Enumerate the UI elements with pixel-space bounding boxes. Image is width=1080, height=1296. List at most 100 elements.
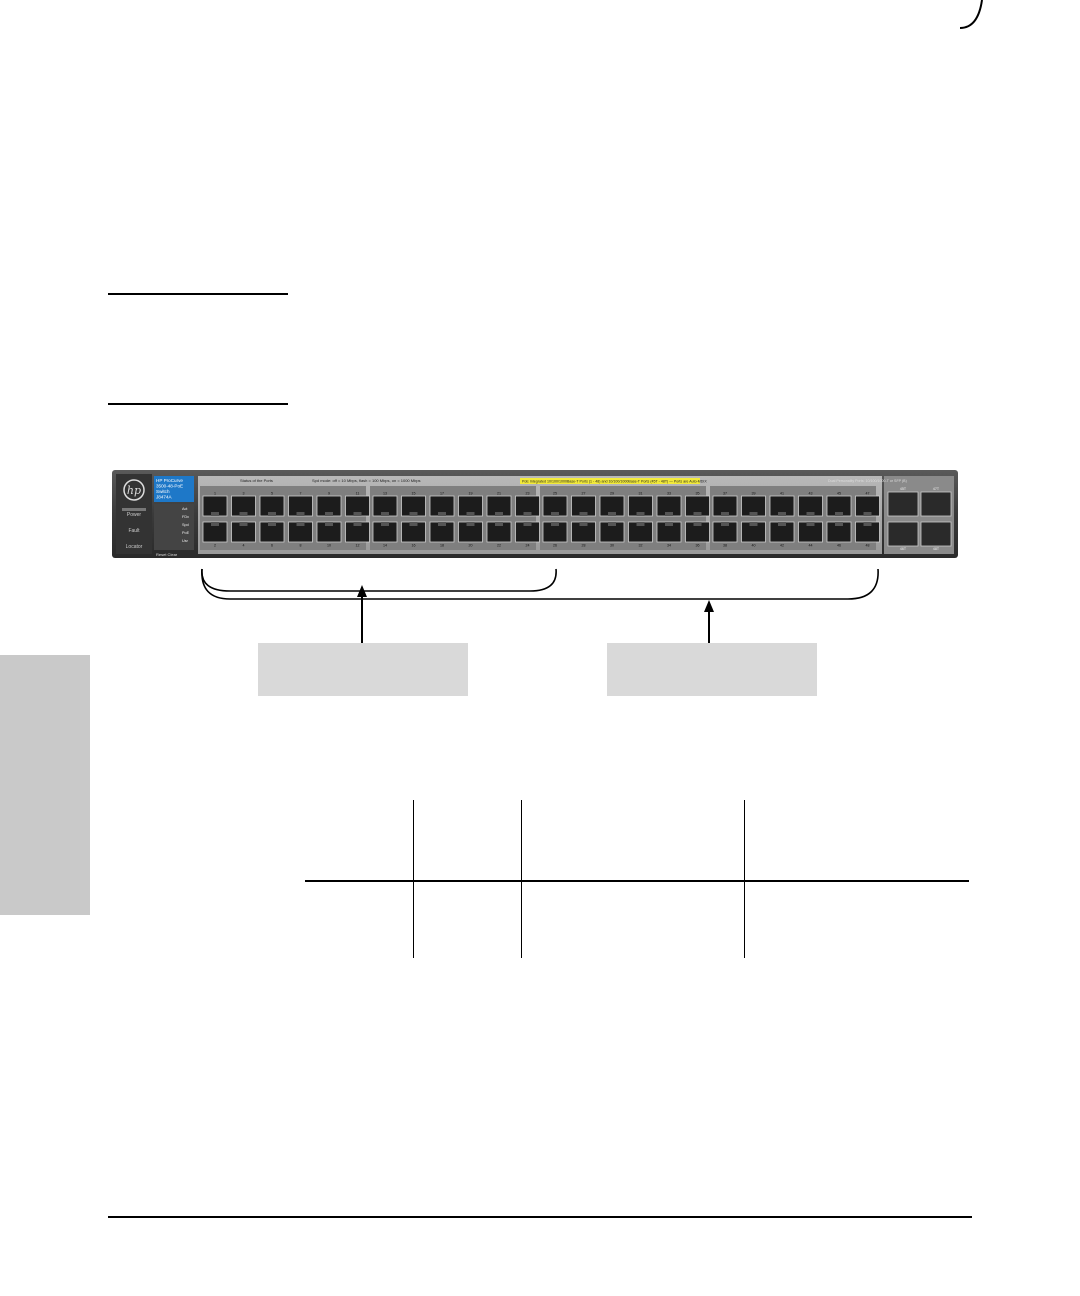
- rj45-latch: [721, 522, 729, 526]
- port-number-label: 5: [271, 492, 273, 496]
- rj45-latch: [863, 522, 872, 526]
- port-number-label: 7: [300, 492, 302, 496]
- port-number-label: 47: [866, 492, 870, 496]
- port-number-label: 31: [639, 492, 643, 496]
- port-number-label: 3: [243, 492, 245, 496]
- model-label-line: Switch: [156, 489, 170, 494]
- port-number-label: 19: [469, 492, 473, 496]
- rj45-latch: [721, 512, 729, 516]
- rj45-latch: [608, 522, 616, 526]
- port-number-label: 29: [610, 492, 614, 496]
- fault-label: Fault: [128, 528, 140, 534]
- rj45-latch: [325, 522, 333, 526]
- port-number-label: 32: [639, 544, 643, 548]
- port-number-label: 44: [809, 544, 813, 548]
- port-number-label: 46: [837, 544, 841, 548]
- port-number-label: 45: [837, 492, 841, 496]
- port-number-label: 37: [723, 492, 727, 496]
- port-number-label: 41: [780, 492, 784, 496]
- mode-led-label: PoE: [182, 531, 190, 535]
- port-number-label: 48: [866, 544, 870, 548]
- table-col-divider-1: [413, 800, 414, 958]
- rj45-latch: [636, 512, 645, 516]
- header-rule-bottom: [108, 403, 288, 405]
- port-number-label: 4: [243, 544, 245, 548]
- rj45-latch: [806, 512, 815, 516]
- port-number-label: 11: [356, 492, 360, 496]
- callout-box-left: [258, 643, 468, 696]
- rj45-latch: [693, 512, 702, 516]
- port-number-label: 6: [271, 544, 273, 548]
- chapter-side-tab: [0, 655, 90, 915]
- port-number-label: 20: [469, 544, 473, 548]
- port-number-label: 30: [610, 544, 614, 548]
- mode-led-label: FDx: [182, 515, 189, 519]
- rj45-latch: [268, 522, 276, 526]
- rj45-latch: [239, 522, 248, 526]
- rj45-latch: [636, 522, 645, 526]
- port-number-label: 39: [752, 492, 756, 496]
- rj45-latch: [665, 512, 673, 516]
- reset-clear-label: Reset Clear: [156, 552, 178, 557]
- rj45-latch: [325, 512, 333, 516]
- rj45-latch: [211, 512, 219, 516]
- rj45-latch: [466, 512, 475, 516]
- rj45-latch: [239, 512, 248, 516]
- sfp-label: 46T: [900, 547, 907, 551]
- rj45-latch: [778, 522, 786, 526]
- port-number-label: 36: [696, 544, 700, 548]
- port-number-label: 22: [497, 544, 501, 548]
- port-number-label: 18: [440, 544, 444, 548]
- port-status-header: Status of the Ports: [240, 478, 273, 483]
- locator-label: Locator: [126, 544, 143, 550]
- port-number-label: 23: [526, 492, 530, 496]
- port-number-label: 16: [412, 544, 416, 548]
- rj45-latch: [409, 522, 418, 526]
- mode-led-label: Spd: [182, 523, 189, 527]
- sfp-label: 47T: [933, 487, 940, 491]
- port-number-label: 1: [214, 492, 216, 496]
- rj45-latch: [778, 512, 786, 516]
- mode-led-label: Act: [182, 507, 188, 511]
- port-number-label: 40: [752, 544, 756, 548]
- rj45-latch: [438, 512, 446, 516]
- rj45-latch: [749, 522, 758, 526]
- port-number-label: 42: [780, 544, 784, 548]
- port-number-label: 28: [582, 544, 586, 548]
- rj45-latch: [211, 522, 219, 526]
- rj45-latch: [579, 512, 588, 516]
- rj45-latch: [863, 512, 872, 516]
- port-number-label: 27: [582, 492, 586, 496]
- callout-box-right: [607, 643, 817, 696]
- port-number-label: 9: [328, 492, 330, 496]
- port-number-label: 33: [667, 492, 671, 496]
- port-number-label: 43: [809, 492, 813, 496]
- rj45-latch: [495, 522, 503, 526]
- port-number-label: 34: [667, 544, 671, 548]
- speed-legend: Spd mode: off = 10 Mbps, flash = 100 Mbp…: [312, 478, 421, 483]
- port-number-label: 21: [497, 492, 501, 496]
- port-number-label: 25: [553, 492, 557, 496]
- rj45-latch: [296, 522, 305, 526]
- hp-logo-text: hp: [127, 484, 141, 497]
- rj45-latch: [523, 522, 532, 526]
- port-number-label: 15: [412, 492, 416, 496]
- port-number-label: 38: [723, 544, 727, 548]
- rj45-latch: [665, 522, 673, 526]
- rj45-latch: [608, 512, 616, 516]
- table-col-divider-2: [521, 800, 522, 958]
- port-grouping-brackets: [201, 568, 879, 600]
- arrow-left: [357, 585, 367, 643]
- arrow-right: [704, 600, 714, 643]
- rj45-latch: [296, 512, 305, 516]
- rj45-latch: [749, 512, 758, 516]
- table-header-rule: [305, 880, 969, 882]
- rj45-latch: [523, 512, 532, 516]
- sfp-label: 45T: [900, 487, 907, 491]
- rj45-latch: [268, 512, 276, 516]
- rj45-latch: [495, 512, 503, 516]
- sfp-slot: [920, 521, 952, 547]
- rj45-latch: [353, 512, 362, 516]
- model-label-line: 3500-48-PoE: [156, 484, 183, 489]
- rj45-latch: [579, 522, 588, 526]
